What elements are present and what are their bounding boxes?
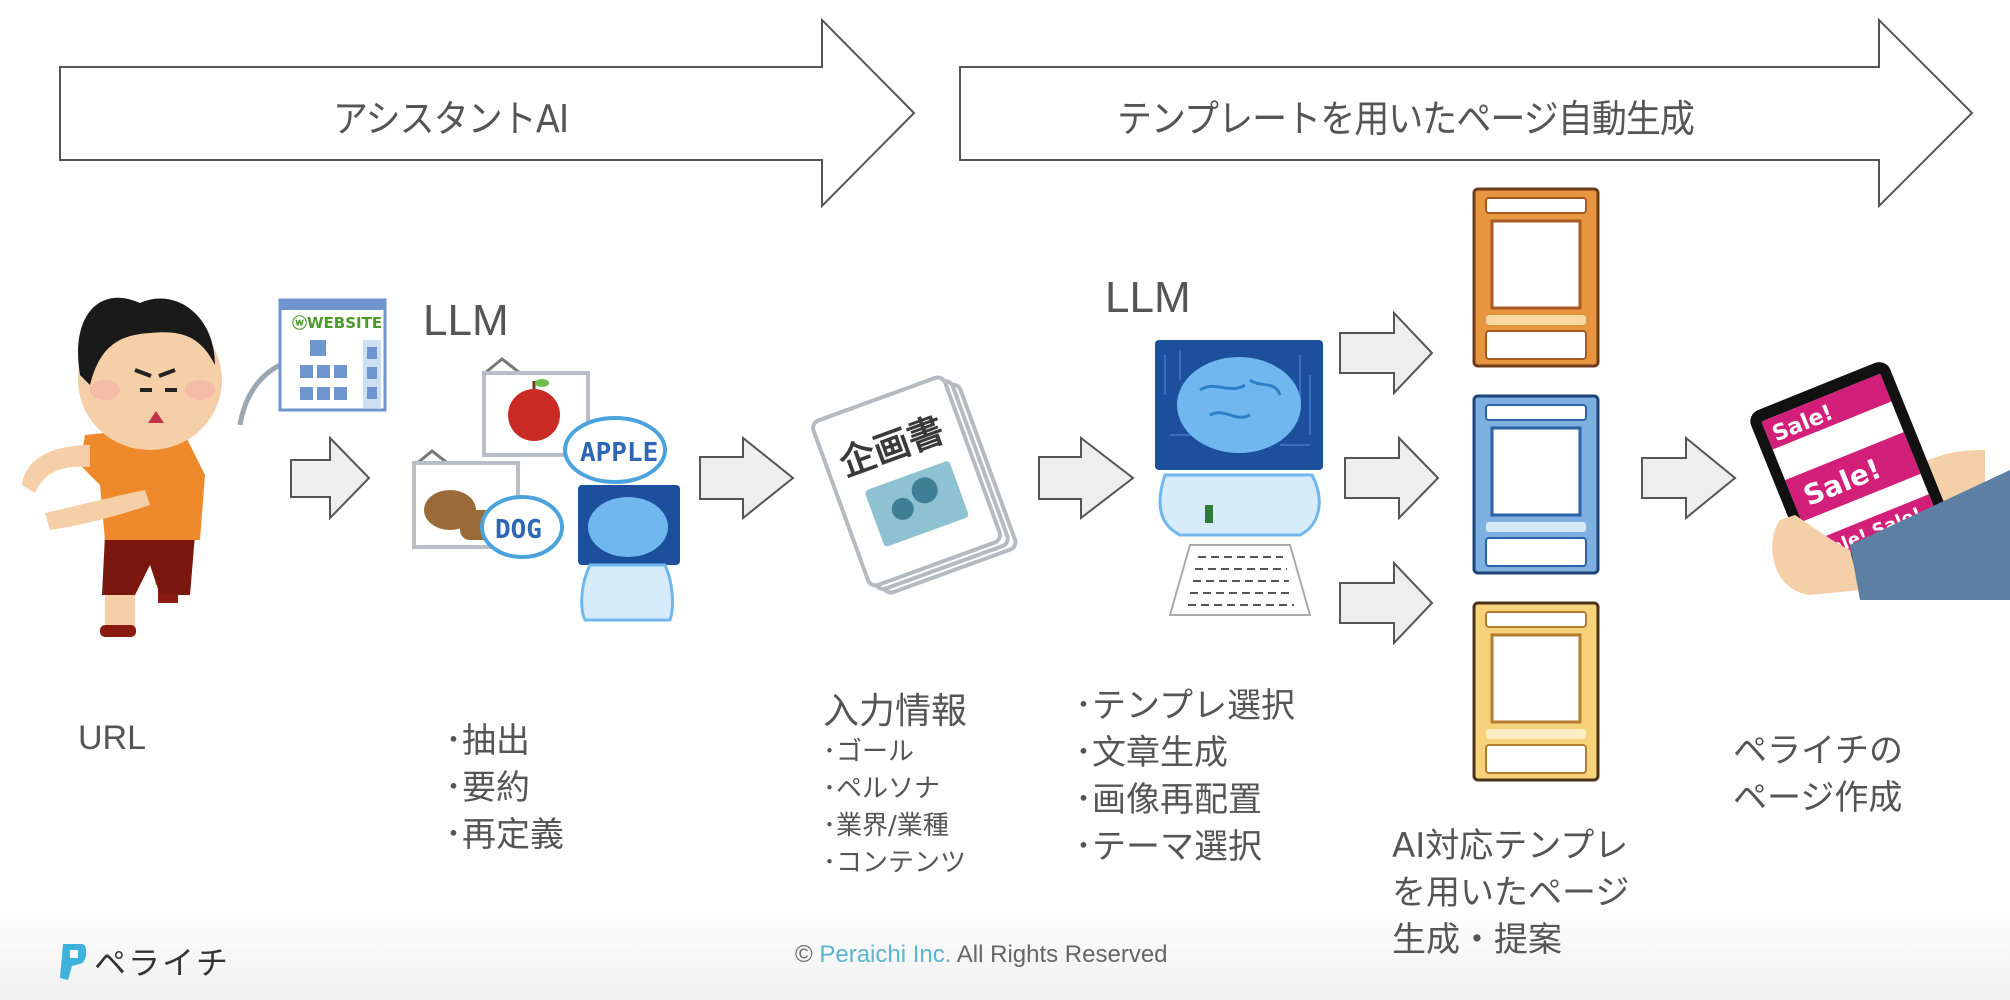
input-info-item: 業界/業種 <box>823 808 967 845</box>
llm2-task: 画像再配置 <box>1075 777 1295 824</box>
flow-arrow-4c <box>1339 560 1434 646</box>
template-caption: AI対応テンプレ を用いたページ 生成・提案 <box>1392 823 1629 964</box>
template-card-blue <box>1472 394 1600 575</box>
llm-title-2: LLM <box>1105 273 1191 322</box>
input-info-item: ゴール <box>823 734 967 771</box>
input-info-title: 入力情報 <box>823 691 968 732</box>
copyright-notice: © Peraichi Inc. All Rights Reserved <box>795 941 1168 969</box>
llm2-task: 文章生成 <box>1075 730 1295 777</box>
result-caption-line: ページ作成 <box>1733 778 1903 818</box>
flow-arrows <box>290 310 1737 646</box>
llm1-task: 抽出 <box>445 718 564 765</box>
input-info-list: ゴール ペルソナ 業界/業種 コンテンツ <box>823 734 967 882</box>
flow-arrow-3 <box>1038 435 1135 521</box>
rights-text: All Rights Reserved <box>956 941 1168 968</box>
template-caption-line: を用いたページ <box>1392 873 1630 913</box>
template-caption-line: AI対応テンプレ <box>1392 826 1629 866</box>
result-caption: ペライチの ページ作成 <box>1733 728 1903 822</box>
copyright-symbol: © <box>795 941 813 968</box>
llm1-task-list: 抽出 要約 再定義 <box>445 718 564 859</box>
ai-brain-writing-illustration <box>1155 340 1323 616</box>
peraichi-logo-icon <box>60 944 87 980</box>
banner-arrows <box>59 17 1974 209</box>
peraichi-logo-text: ペライチ <box>94 944 231 982</box>
company-name: Peraichi Inc. <box>819 941 952 968</box>
llm2-task: テンプレ選択 <box>1075 683 1295 730</box>
template-cards <box>1472 187 1600 782</box>
input-info-item: ペルソナ <box>823 771 967 808</box>
running-boy-illustration <box>22 297 222 637</box>
llm1-task: 再定義 <box>445 812 564 859</box>
banner-label-assistant-ai: アシスタントAI <box>333 97 569 141</box>
input-info-item: コンテンツ <box>823 845 967 882</box>
llm-title-1: LLM <box>423 296 509 345</box>
website-illustration: ⓦWEBSITE <box>237 298 387 426</box>
bubble-dog: DOG <box>495 515 542 545</box>
banner-arrow-assistant-ai <box>59 17 916 209</box>
template-card-yellow <box>1472 601 1600 782</box>
flow-arrow-4a <box>1339 310 1434 396</box>
flow-arrow-1 <box>290 435 371 521</box>
flow-arrow-2 <box>699 435 795 521</box>
llm1-task: 要約 <box>445 765 564 812</box>
llm2-task-list: テンプレ選択 文章生成 画像再配置 テーマ選択 <box>1075 683 1295 871</box>
proposal-document-illustration: 企画書 <box>811 375 1018 595</box>
banner-label-template-generation: テンプレートを用いたページ自動生成 <box>1117 97 1695 141</box>
svg-text:ⓦWEBSITE: ⓦWEBSITE <box>292 314 382 332</box>
template-card-orange <box>1472 187 1600 368</box>
ai-brain-recognizing-illustration: APPLE DOG <box>412 357 680 622</box>
banner-arrow-template-generation <box>959 17 1974 209</box>
result-caption-line: ペライチの <box>1733 731 1903 771</box>
peraichi-logo: ペライチ <box>58 938 230 984</box>
url-label: URL <box>78 719 147 757</box>
input-info-block: 入力情報 ゴール ペルソナ 業界/業種 コンテンツ <box>823 690 967 882</box>
llm2-task: テーマ選択 <box>1075 824 1295 871</box>
flow-arrow-4b <box>1344 435 1440 521</box>
template-caption-line: 生成・提案 <box>1392 920 1562 960</box>
bubble-apple: APPLE <box>580 438 658 468</box>
flow-arrow-5 <box>1641 435 1737 521</box>
tablet-sale-illustration: Sale! Sale! Sale! Sale! <box>1750 362 2010 600</box>
